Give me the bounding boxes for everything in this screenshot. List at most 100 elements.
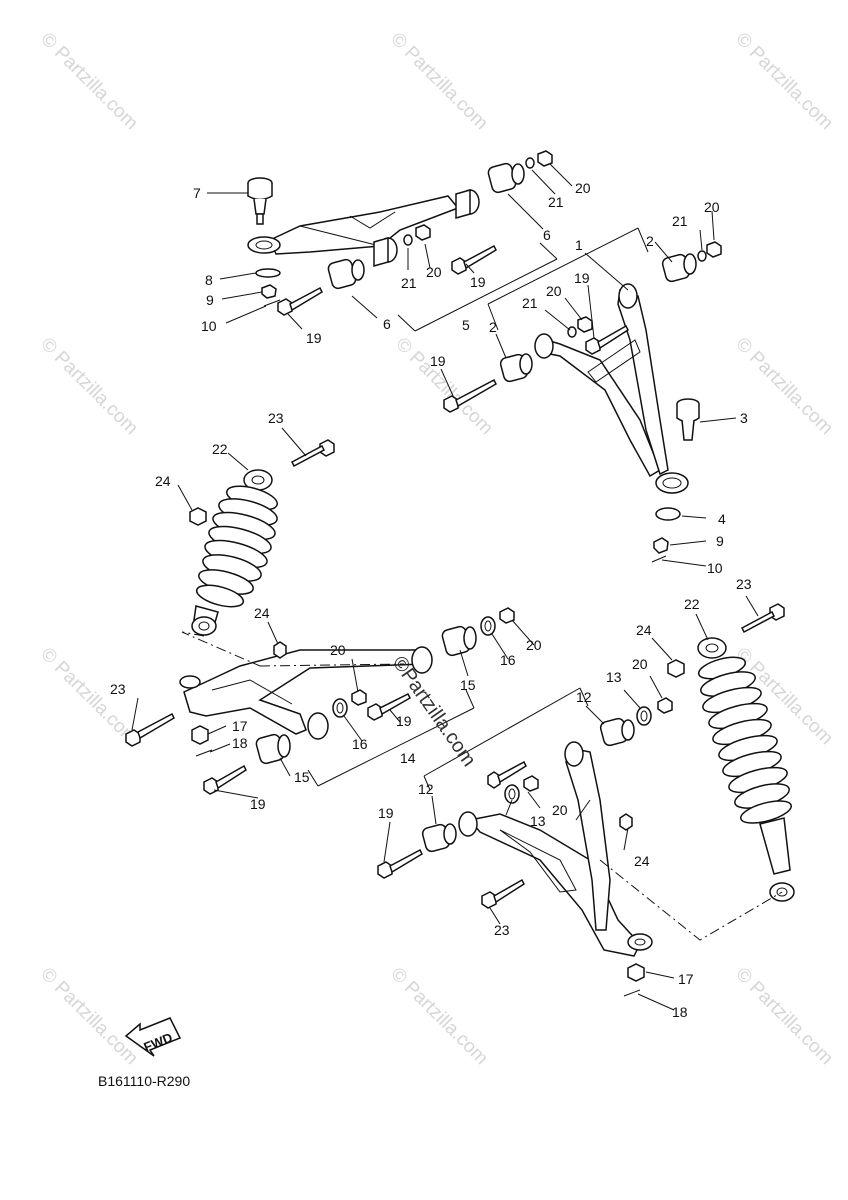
shock-absorber-right xyxy=(651,595,795,902)
callout-12: 12 xyxy=(418,781,434,797)
lower-arm-assembly-right xyxy=(377,675,783,1011)
castle-nut xyxy=(627,963,645,982)
watermark-text: © Partzilla.com xyxy=(386,29,491,134)
bolt xyxy=(487,760,527,789)
bushing xyxy=(421,823,457,853)
bolt xyxy=(291,439,335,468)
bolt xyxy=(585,324,629,355)
upper-arm-assembly-left xyxy=(207,150,573,332)
callout-24: 24 xyxy=(155,473,171,489)
callout-10: 10 xyxy=(201,318,217,334)
watermark-text: © Partzilla.com xyxy=(386,964,491,1069)
watermark-text: © Partzilla.com xyxy=(36,29,141,134)
callout-23: 23 xyxy=(736,576,752,592)
ball-joint xyxy=(247,177,273,225)
callout-4: 4 xyxy=(718,511,726,527)
thrust-washer xyxy=(480,616,496,636)
nut xyxy=(189,507,207,526)
callout-18: 18 xyxy=(672,1004,688,1020)
ball-joint xyxy=(676,398,700,441)
bushing xyxy=(487,162,525,194)
bushing xyxy=(499,353,533,383)
thrust-washer xyxy=(504,784,520,804)
nut xyxy=(273,641,287,659)
callout-19: 19 xyxy=(470,274,486,290)
bolt xyxy=(125,712,175,747)
callout-16: 16 xyxy=(352,736,368,752)
nut xyxy=(667,659,685,678)
cotter-pin xyxy=(623,989,641,997)
bolt xyxy=(451,244,497,275)
thrust-washer xyxy=(332,698,348,718)
nut xyxy=(351,689,367,706)
bushing xyxy=(327,258,365,290)
washer xyxy=(567,326,577,338)
callout-22: 22 xyxy=(684,596,700,612)
callout-2: 2 xyxy=(646,233,654,249)
callout-20: 20 xyxy=(632,656,648,672)
callout-20: 20 xyxy=(426,264,442,280)
callout-17: 17 xyxy=(232,718,248,734)
shock-absorber-left xyxy=(177,427,335,636)
callout-20: 20 xyxy=(330,642,346,658)
nut xyxy=(499,607,515,624)
callout-23: 23 xyxy=(494,922,510,938)
nut xyxy=(415,224,431,241)
callout-20: 20 xyxy=(704,199,720,215)
arm-bushing-tube xyxy=(373,237,398,267)
bushing xyxy=(441,625,477,657)
thrust-washer xyxy=(636,706,652,726)
watermark-text: © Partzilla.com xyxy=(36,964,141,1069)
callout-20: 20 xyxy=(575,180,591,196)
watermark-text: © Partzilla.com xyxy=(731,29,836,134)
callout-15: 15 xyxy=(294,769,310,785)
castle-nut xyxy=(261,284,277,299)
washer xyxy=(697,250,707,262)
callout-21: 21 xyxy=(401,275,417,291)
nut xyxy=(619,813,633,831)
callout-17: 17 xyxy=(678,971,694,987)
diagram-code: B161110-R290 xyxy=(98,1073,190,1089)
callout-24: 24 xyxy=(254,605,270,621)
callout-23: 23 xyxy=(268,410,284,426)
nut xyxy=(657,697,673,714)
callout-1: 1 xyxy=(575,237,583,253)
lower-arm-assembly-left xyxy=(125,607,535,799)
callout-15: 15 xyxy=(460,677,476,693)
callout-12: 12 xyxy=(576,689,592,705)
callout-18: 18 xyxy=(232,735,248,751)
nut xyxy=(537,150,553,167)
callout-2: 2 xyxy=(489,319,497,335)
upper-arm-assembly-right xyxy=(440,210,737,567)
castle-nut xyxy=(191,725,209,745)
callout-24: 24 xyxy=(634,853,650,869)
callout-21: 21 xyxy=(522,295,538,311)
callout-20: 20 xyxy=(546,283,562,299)
bolt xyxy=(277,286,323,316)
bolt xyxy=(203,764,247,795)
watermark-text: © Partzilla.com xyxy=(731,964,836,1069)
callout-13: 13 xyxy=(606,669,622,685)
callout-20: 20 xyxy=(552,802,568,818)
nut xyxy=(523,775,539,792)
callout-3: 3 xyxy=(740,410,748,426)
bushing xyxy=(599,717,635,747)
arm-bushing-tube xyxy=(455,189,480,219)
callout-21: 21 xyxy=(672,213,688,229)
callout-19: 19 xyxy=(430,353,446,369)
nut xyxy=(577,316,593,333)
castle-nut xyxy=(653,537,669,554)
callout-22: 22 xyxy=(212,441,228,457)
callout-24: 24 xyxy=(636,622,652,638)
callout-21: 21 xyxy=(548,194,564,210)
lock-washer xyxy=(655,507,681,521)
washer xyxy=(403,234,413,246)
callout-20: 20 xyxy=(526,637,542,653)
callout-8: 8 xyxy=(205,272,213,288)
callout-19: 19 xyxy=(396,713,412,729)
coil-spring xyxy=(195,485,278,608)
bolt xyxy=(367,692,411,721)
callout-numbers: 7 8 9 10 19 6 5 21 20 19 6 21 20 1 2 21 … xyxy=(110,180,752,1020)
callout-5: 5 xyxy=(462,317,470,333)
